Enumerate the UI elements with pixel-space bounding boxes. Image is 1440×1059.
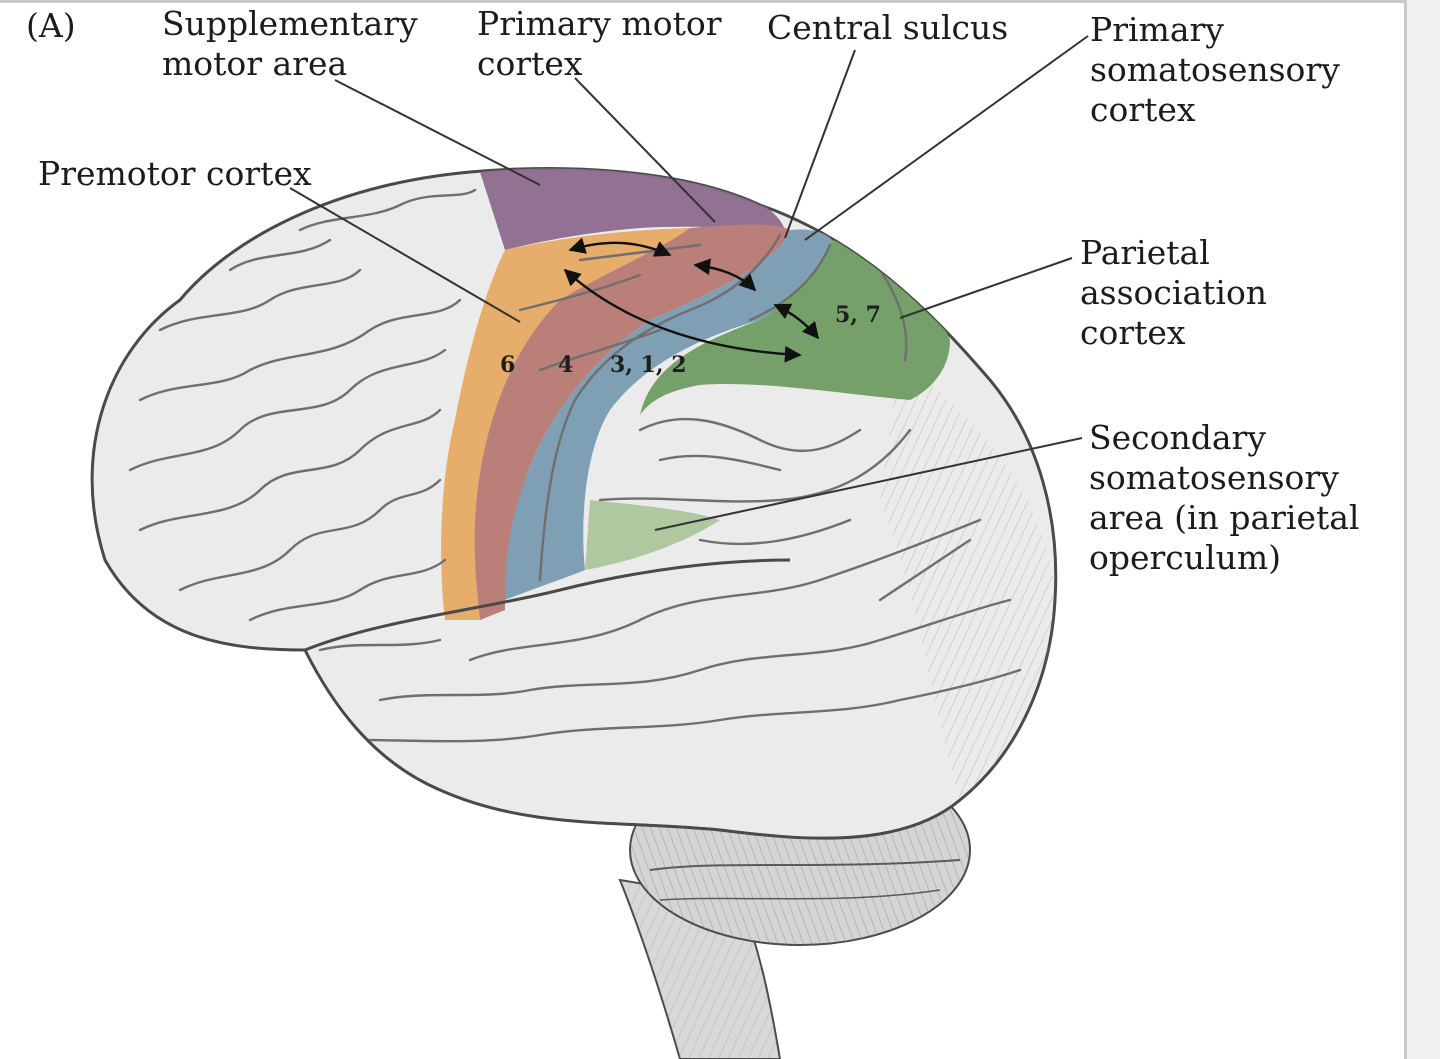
- label-primary-motor-cortex: Primary motor cortex: [477, 4, 722, 83]
- premotor-cortex-region: [441, 228, 690, 620]
- connection-arrows: [563, 237, 820, 363]
- panel-label: (A): [26, 6, 76, 45]
- label-secondary-somatosensory-area: Secondary somatosensory area (in parieta…: [1089, 418, 1360, 577]
- leader-primary-somatosensory: [804, 35, 1089, 241]
- leader-supplementary: [334, 79, 541, 186]
- area-number-5-7: 5, 7: [835, 302, 881, 328]
- area-number-4: 4: [558, 352, 573, 378]
- frame-top-border: [0, 0, 1407, 3]
- lateral-fissure: [304, 558, 791, 652]
- label-primary-somatosensory-cortex: Primary somatosensory cortex: [1090, 10, 1340, 129]
- label-parietal-association-cortex: Parietal association cortex: [1080, 233, 1268, 352]
- leader-primary-motor: [574, 77, 716, 223]
- secondary-somatosensory-area-region: [585, 500, 720, 570]
- leader-secondary: [654, 437, 1083, 531]
- leader-lines: [289, 35, 1089, 531]
- primary-motor-cortex-region: [474, 224, 790, 620]
- leader-parietal: [899, 257, 1073, 319]
- temporal-lobe-outline: [303, 649, 961, 840]
- label-premotor-cortex: Premotor cortex: [38, 154, 312, 193]
- supplementary-motor-area-region: [480, 168, 785, 250]
- leader-premotor: [289, 187, 521, 323]
- label-supplementary-motor-area: Supplementary motor area: [162, 4, 418, 83]
- area-number-3-1-2: 3, 1, 2: [610, 352, 687, 378]
- arrow-supplementary-premotor: [568, 237, 672, 257]
- arrow-premotor-parietal: [563, 268, 802, 363]
- label-central-sulcus: Central sulcus: [767, 8, 1009, 47]
- area-number-6: 6: [500, 352, 515, 378]
- frame-right-border: [1404, 0, 1440, 1059]
- leader-central-sulcus: [784, 49, 856, 239]
